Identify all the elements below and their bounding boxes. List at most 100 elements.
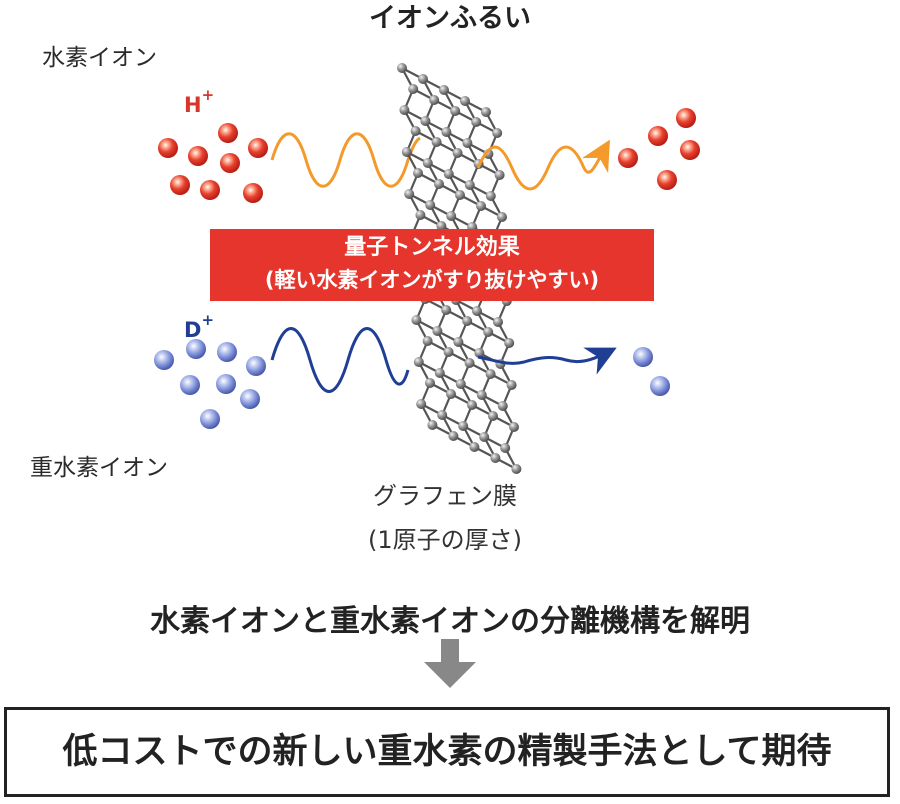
graphene-atom xyxy=(490,453,501,463)
hydrogen-ion xyxy=(243,183,263,203)
deuterium-wave-left xyxy=(270,327,410,393)
hydrogen-wave-right xyxy=(476,139,610,191)
graphene-atom xyxy=(472,306,482,316)
graphene-atom xyxy=(443,169,454,179)
graphene-atom xyxy=(476,390,487,400)
graphene-atom xyxy=(450,106,461,116)
graphene-atom xyxy=(432,326,443,336)
quantum-tunnel-title: 量子トンネル効果 xyxy=(344,235,520,260)
hydrogen-ion xyxy=(248,138,268,158)
hydrogen-symbol: H+ xyxy=(184,86,214,117)
graphene-atom xyxy=(506,380,517,390)
graphene-atom xyxy=(431,137,442,147)
graphene-atom xyxy=(453,337,464,347)
deuterium-ion xyxy=(650,376,670,396)
graphene-atom xyxy=(410,126,421,136)
deuterium-wave-right xyxy=(477,347,617,375)
hydrogen-ions-right xyxy=(618,108,700,190)
hydrogen-symbol-letter: H xyxy=(184,93,202,117)
graphene-atom xyxy=(416,399,427,409)
graphene-atom xyxy=(493,317,503,327)
deuterium-ion xyxy=(240,389,260,409)
graphene-atom xyxy=(418,74,428,84)
graphene-atom xyxy=(446,211,457,221)
membrane-thickness-label: (1原子の厚さ) xyxy=(368,526,522,554)
deuterium-ion-label: 重水素イオン xyxy=(30,455,168,481)
deuterium-ions-right xyxy=(633,347,670,396)
graphene-membrane xyxy=(397,63,522,474)
deuterium-ion xyxy=(246,356,266,376)
hydrogen-ions-left xyxy=(158,123,268,203)
graphene-atom xyxy=(439,85,449,95)
graphene-atom xyxy=(511,464,522,474)
graphene-atom xyxy=(437,410,448,420)
deuterium-ion xyxy=(180,375,200,395)
graphene-atom xyxy=(411,315,422,325)
graphene-atom xyxy=(479,432,490,442)
graphene-atom xyxy=(425,378,435,388)
deuterium-charge: + xyxy=(201,311,215,329)
graphene-atom xyxy=(485,369,496,379)
hydrogen-ion xyxy=(648,126,668,146)
graphene-atom xyxy=(443,347,454,357)
graphene-atom xyxy=(464,180,475,190)
graphene-atom xyxy=(460,96,470,106)
deuterium-ion xyxy=(200,409,220,429)
deuterium-ion xyxy=(186,339,206,359)
deuterium-symbol-letter: D xyxy=(184,318,202,342)
graphene-atom xyxy=(422,158,433,168)
graphene-atom xyxy=(455,379,466,389)
hydrogen-wave-left xyxy=(270,132,421,188)
hydrogen-ion xyxy=(170,175,190,195)
expectation-box: 低コストでの新しい重水素の精製手法として期待 xyxy=(4,707,890,797)
graphene-atom xyxy=(427,420,438,430)
deuterium-ion xyxy=(154,350,174,370)
graphene-atom xyxy=(494,170,505,180)
graphene-atom xyxy=(504,338,515,348)
hydrogen-ion xyxy=(618,148,638,168)
graphene-atom xyxy=(434,179,444,189)
mechanism-headline: 水素イオンと重水素イオンの分離機構を解明 xyxy=(150,604,750,639)
deuterium-symbol: D+ xyxy=(184,311,214,342)
graphene-atom xyxy=(492,128,503,138)
graphene-atom xyxy=(441,305,452,315)
graphene-atom xyxy=(462,316,473,326)
deuterium-ion xyxy=(217,342,237,362)
graphene-atom xyxy=(397,63,407,73)
hydrogen-charge: + xyxy=(201,86,215,104)
graphene-atom xyxy=(462,138,473,148)
graphene-atom xyxy=(497,401,508,411)
hydrogen-ion xyxy=(220,153,240,173)
hydrogen-ion xyxy=(657,170,677,190)
graphene-atom xyxy=(469,442,480,452)
graphene-atom xyxy=(481,107,491,117)
graphene-atom xyxy=(441,127,452,137)
graphene-atom xyxy=(488,411,498,421)
diagram-title: イオンふるい xyxy=(369,3,531,34)
graphene-atom xyxy=(422,336,433,346)
graphene-atom xyxy=(425,200,436,210)
graphene-atom xyxy=(476,201,486,211)
hydrogen-ion xyxy=(200,180,220,200)
graphene-atom xyxy=(452,148,463,158)
graphene-atom xyxy=(471,117,482,127)
graphene-atom xyxy=(448,431,459,441)
graphene-atom xyxy=(404,189,415,199)
graphene-atom xyxy=(474,348,485,358)
graphene-atom xyxy=(500,443,511,453)
graphene-atom xyxy=(509,422,519,432)
deuterium-ions-left xyxy=(154,339,266,429)
graphene-atom xyxy=(413,357,424,367)
graphene-atom xyxy=(401,147,412,157)
graphene-atom xyxy=(408,84,419,94)
quantum-tunnel-note: (軽い水素イオンがすり抜けやすい) xyxy=(264,268,600,292)
graphene-atom xyxy=(485,191,496,201)
graphene-atom xyxy=(434,368,445,378)
graphene-atom xyxy=(467,400,477,410)
down-arrow-icon xyxy=(424,639,476,688)
graphene-atom xyxy=(415,210,426,220)
membrane-label: グラフェン膜 xyxy=(373,482,517,510)
hydrogen-ion xyxy=(676,108,696,128)
graphene-atom xyxy=(464,358,475,368)
